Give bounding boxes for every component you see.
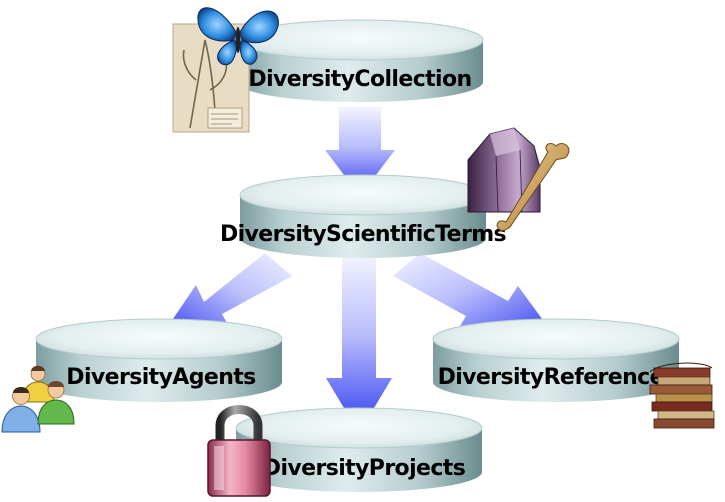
node-diversity-references [432, 318, 680, 402]
label-diversity-projects: DiversityProjects [263, 456, 466, 481]
node-diversity-scientific-terms [239, 174, 487, 258]
padlock-icon [207, 405, 271, 497]
arrow-terms-to-agents [160, 253, 292, 338]
arrow-terms-to-references [393, 253, 556, 338]
label-diversity-collection: DiversityCollection [248, 67, 471, 92]
butterfly-herbarium-icon [172, 7, 279, 133]
node-diversity-collection [236, 19, 484, 102]
node-diversity-projects [235, 407, 483, 492]
node-diversity-agents [35, 318, 283, 402]
label-diversity-agents: DiversityAgents [66, 365, 256, 390]
label-diversity-scientific-terms: DiversityScientificTerms [220, 222, 507, 247]
arrow-terms-to-projects [326, 255, 392, 433]
people-icon [1, 365, 75, 433]
arrow-collection-to-terms [325, 107, 395, 196]
label-diversity-references: DiversityReferences [438, 365, 677, 390]
crystal-bone-icon [467, 127, 570, 231]
books-icon [649, 362, 715, 429]
